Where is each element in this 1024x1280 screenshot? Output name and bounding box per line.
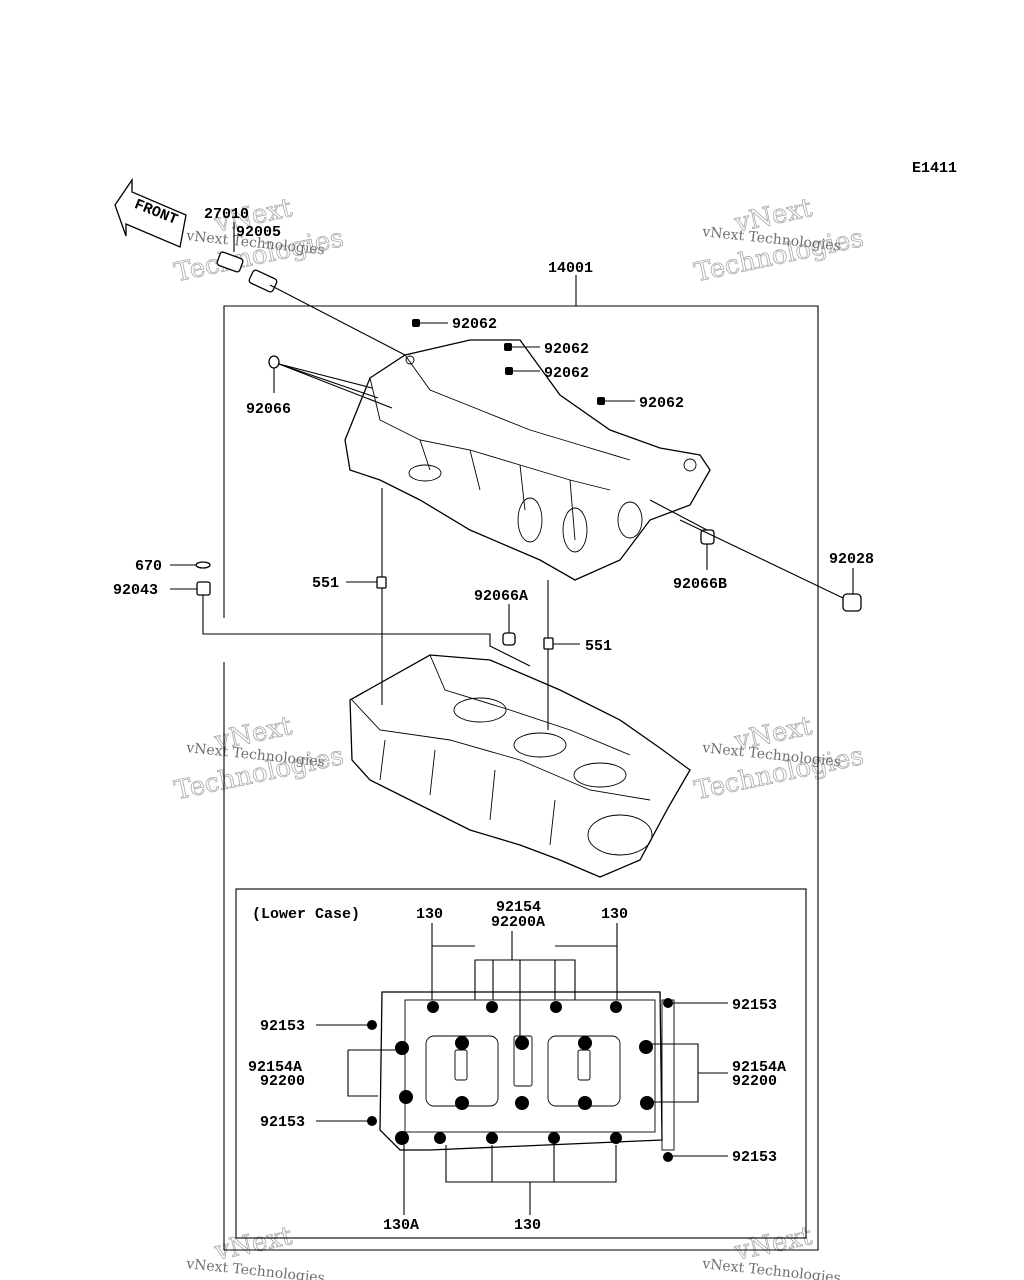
callout-92066A: 92066A xyxy=(474,588,528,605)
callout-92043: 92043 xyxy=(113,582,158,599)
callout-92066B: 92066B xyxy=(673,576,727,593)
callout-92154: 92154 xyxy=(496,899,541,916)
callout-92062-a: 92062 xyxy=(452,316,497,333)
callout-130-top-left: 130 xyxy=(416,906,443,923)
main-frame xyxy=(202,275,819,1251)
svg-text:vNext Technologies: vNext Technologies xyxy=(185,1256,326,1280)
callout-92066: 92066 xyxy=(246,401,291,418)
callout-551-b: 551 xyxy=(585,638,612,655)
callout-130-bottom: 130 xyxy=(514,1217,541,1234)
callout-92028: 92028 xyxy=(829,551,874,568)
callout-27010: 27010 xyxy=(204,206,249,223)
front-arrow-icon: FRONT xyxy=(114,177,187,248)
callout-92153-right-top: 92153 xyxy=(732,997,777,1014)
diagram-code: E1411 xyxy=(912,160,957,177)
callout-92062-d: 92062 xyxy=(639,395,684,412)
leader-lines xyxy=(170,222,854,730)
upper-crankcase xyxy=(344,339,711,581)
callout-92200-left: 92200 xyxy=(260,1073,305,1090)
callout-551-a: 551 xyxy=(312,575,339,592)
callout-92153-left-top: 92153 xyxy=(260,1018,305,1035)
callout-670: 670 xyxy=(135,558,162,575)
callout-92153-left-bottom: 92153 xyxy=(260,1114,305,1131)
callout-92062-b: 92062 xyxy=(544,341,589,358)
callout-92153-right-bottom: 92153 xyxy=(732,1149,777,1166)
callout-92154A-right: 92154A xyxy=(732,1059,786,1076)
callout-92062-c: 92062 xyxy=(544,365,589,382)
callout-92005: 92005 xyxy=(236,224,281,241)
lower-case-inset xyxy=(235,888,807,1239)
callout-labels: 27010 92005 14001 92062 92062 92062 9206… xyxy=(113,206,874,1234)
callout-14001: 14001 xyxy=(548,260,593,277)
callout-92154A-left: 92154A xyxy=(248,1059,302,1076)
lower-crankcase xyxy=(349,654,691,878)
section-label: (Lower Case) xyxy=(252,906,360,923)
callout-130A: 130A xyxy=(383,1217,419,1234)
callout-92200A: 92200A xyxy=(491,914,545,931)
callout-92200-right: 92200 xyxy=(732,1073,777,1090)
callout-130-top-right: 130 xyxy=(601,906,628,923)
